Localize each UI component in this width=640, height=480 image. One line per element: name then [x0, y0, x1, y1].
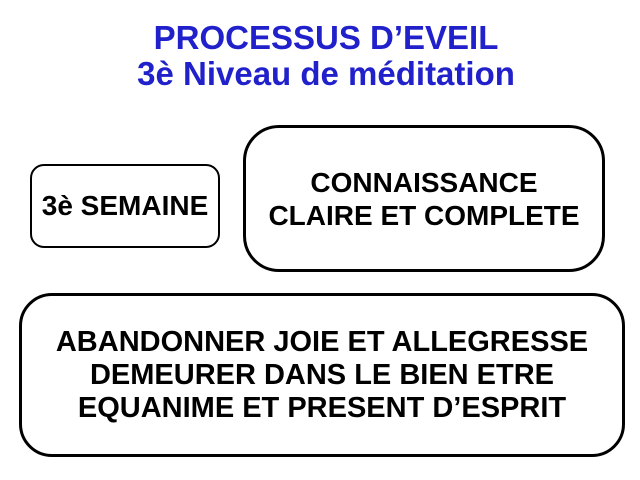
abandon-box-line-1: ABANDONNER JOIE ET ALLEGRESSE [55, 325, 589, 358]
connaissance-box-line-1: CONNAISSANCE [310, 166, 538, 198]
abandon-box: ABANDONNER JOIE ET ALLEGRESSE DEMEURER D… [19, 293, 625, 457]
title-line-1: PROCESSUS D’EVEIL [153, 19, 499, 56]
title-line-2: 3è Niveau de méditation [137, 55, 515, 92]
semaine-box-label: 3è SEMAINE [41, 190, 209, 221]
connaissance-box: CONNAISSANCE CLAIRE ET COMPLETE [243, 125, 605, 272]
abandon-box-line-3: EQUANIME ET PRESENT D’ESPRIT [77, 391, 567, 424]
connaissance-box-line-2: CLAIRE ET COMPLETE [268, 199, 580, 231]
semaine-box: 3è SEMAINE [30, 164, 220, 248]
abandon-box-line-2: DEMEURER DANS LE BIEN ETRE [89, 358, 555, 391]
slide-title: PROCESSUS D’EVEIL 3è Niveau de méditatio… [12, 20, 640, 92]
